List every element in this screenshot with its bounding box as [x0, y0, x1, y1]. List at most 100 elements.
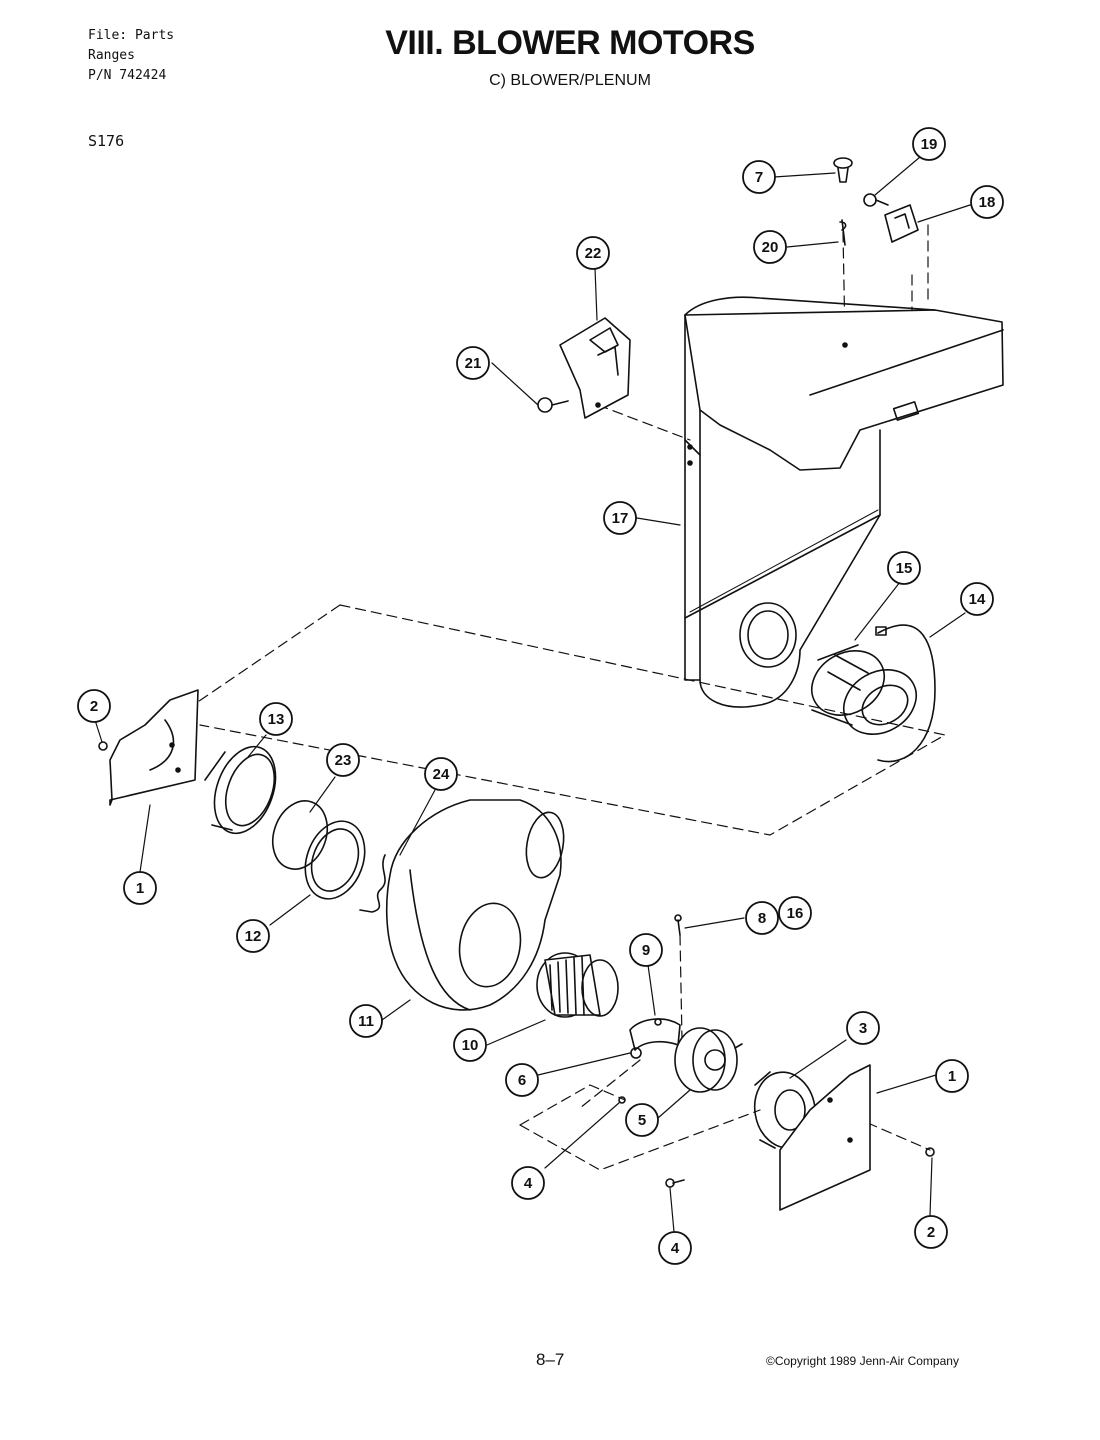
callout-label: 3 [859, 1020, 867, 1037]
callout-circle [846, 1011, 880, 1045]
callout-circle [935, 1059, 969, 1093]
motor-part-5 [674, 1027, 743, 1093]
callout-circle [658, 1231, 692, 1265]
callout-label: 23 [335, 752, 352, 769]
callout-3: 3 [846, 1011, 880, 1045]
blower-wheel-part-10 [536, 952, 619, 1018]
nut-part-2-left [98, 741, 108, 751]
motor-bracket-part-9 [629, 1018, 681, 1051]
screw-part-21 [537, 397, 569, 413]
screw-part-7 [833, 157, 853, 183]
screw-part-4-upper [618, 1096, 626, 1104]
callout-label: 8 [758, 910, 766, 927]
callout-2: 2 [914, 1215, 948, 1249]
callout-20: 20 [753, 230, 787, 264]
callout-circle [424, 757, 458, 791]
callout-label: 1 [948, 1068, 956, 1085]
callout-label: 13 [268, 711, 285, 728]
callout-label: 20 [762, 239, 779, 256]
callout-circle [914, 1215, 948, 1249]
callout-label: 15 [896, 560, 913, 577]
callout-circle [778, 896, 812, 930]
callout-label: 17 [612, 510, 629, 527]
screw-part-4-lower [665, 1178, 685, 1188]
adapter-ring-part-13 [204, 745, 277, 835]
page-number: 8–7 [536, 1350, 565, 1369]
bracket-part-22 [559, 317, 631, 419]
callout-circle [742, 160, 776, 194]
callout-label: 18 [979, 194, 996, 211]
callout-label: 4 [671, 1240, 680, 1257]
callout-4: 4 [658, 1231, 692, 1265]
flex-duct-part-15 [811, 644, 917, 735]
page-title: VIII. BLOWER MOTORS [385, 24, 755, 62]
callout-leader-lines [94, 156, 971, 1233]
callout-circle [887, 551, 921, 585]
callout-1: 1 [123, 871, 157, 905]
callout-15: 15 [887, 551, 921, 585]
callout-23: 23 [326, 743, 360, 777]
nut-part-2-right [925, 1147, 935, 1157]
callout-8: 8 [745, 901, 779, 935]
copyright-notice: ©Copyright 1989 Jenn-Air Company [766, 1354, 959, 1368]
callout-16: 16 [778, 896, 812, 930]
screw-part-8 [674, 914, 682, 936]
callout-10: 10 [453, 1028, 487, 1062]
callout-9: 9 [629, 933, 663, 967]
callout-label: 10 [462, 1037, 479, 1054]
blower-housing-part-11 [385, 799, 565, 1011]
callout-circle [259, 702, 293, 736]
callout-circle [603, 501, 637, 535]
callout-label: 1 [136, 880, 144, 897]
callout-circle [326, 743, 360, 777]
callout-label: 11 [358, 1013, 374, 1030]
callout-21: 21 [456, 346, 490, 380]
callout-7: 7 [742, 160, 776, 194]
callout-label: 2 [927, 1224, 935, 1241]
pin-part-20 [839, 219, 847, 246]
callout-circle [505, 1063, 539, 1097]
callout-6: 6 [505, 1063, 539, 1097]
callout-circle [753, 230, 787, 264]
callout-circle [960, 582, 994, 616]
callout-1: 1 [935, 1059, 969, 1093]
file-line: Ranges [88, 48, 135, 63]
sheet-code: S176 [88, 132, 125, 150]
callout-label: 16 [787, 905, 804, 922]
callout-label: 5 [638, 1112, 646, 1129]
callout-17: 17 [603, 501, 637, 535]
clamp-part-6 [630, 1047, 642, 1059]
callout-label: 7 [755, 169, 763, 186]
file-line: P/N 742424 [88, 68, 167, 83]
callout-label: 4 [524, 1175, 533, 1192]
callout-label: 24 [433, 766, 450, 783]
callout-circle [745, 901, 779, 935]
callout-label: 2 [90, 698, 98, 715]
callout-circle [576, 236, 610, 270]
callout-circle [511, 1166, 545, 1200]
callout-label: 14 [969, 591, 986, 608]
callout-label: 19 [921, 136, 938, 153]
callout-circle [236, 919, 270, 953]
callout-circle [625, 1103, 659, 1137]
callout-label: 21 [465, 355, 482, 372]
callout-circle [912, 127, 946, 161]
callout-4: 4 [511, 1166, 545, 1200]
gasket-part-23 [271, 800, 329, 870]
callout-18: 18 [970, 185, 1004, 219]
callout-circle [456, 346, 490, 380]
mounting-panel-part-1-right [779, 1064, 871, 1211]
callout-2: 2 [77, 689, 111, 723]
callout-19: 19 [912, 127, 946, 161]
callout-circle [123, 871, 157, 905]
cutoff-part-24 [359, 854, 386, 913]
file-line: File: Parts [88, 28, 175, 43]
callout-11: 11 [349, 1004, 383, 1038]
screw-part-19 [863, 193, 889, 207]
callout-24: 24 [424, 757, 458, 791]
orifice-ring-part-12 [304, 820, 366, 900]
callout-12: 12 [236, 919, 270, 953]
